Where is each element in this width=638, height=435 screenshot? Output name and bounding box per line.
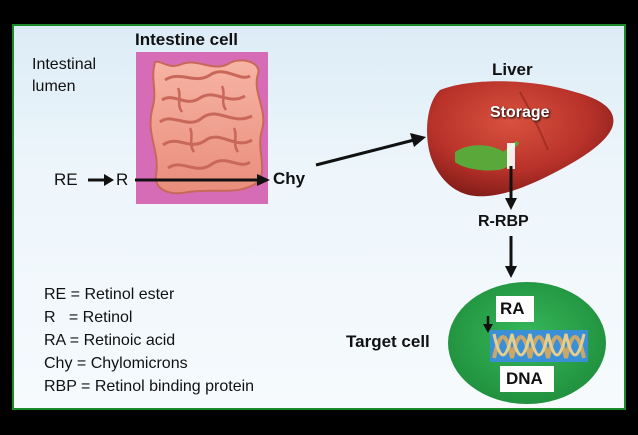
dna-box — [500, 366, 554, 392]
chy-to-liver-arrow — [315, 138, 415, 167]
intestinal-lumen-label-line1: Intestinal — [32, 56, 97, 73]
legend-item-r: R = Retinol — [44, 309, 133, 326]
ra-box — [496, 296, 534, 322]
liver-shape — [427, 81, 614, 197]
liver-label: Liver — [492, 60, 533, 79]
r-rbp-label: R-RBP — [478, 213, 529, 230]
re-label: RE — [54, 170, 78, 189]
legend-item-re: RE = Retinol ester — [44, 286, 175, 303]
ra-label: RA — [500, 299, 525, 318]
dna-band — [490, 330, 588, 362]
gallbladder-shape — [455, 145, 511, 171]
legend-item-chy: Chy = Chylomicrons — [44, 355, 188, 372]
dna-helix — [492, 333, 586, 359]
storage-label: Storage — [490, 104, 550, 121]
legend: RE = Retinol ester R = Retinol RA = Reti… — [44, 283, 254, 398]
intestinal-lumen-label-line2: lumen — [32, 78, 76, 95]
r-label: R — [116, 170, 129, 189]
target-cell-label: Target cell — [346, 332, 430, 351]
chy-label: Chy — [273, 169, 306, 188]
intestine-cell-label: Intestine cell — [135, 30, 238, 49]
intestine-illustration — [149, 59, 265, 195]
legend-item-rbp: RBP = Retinol binding protein — [44, 378, 255, 395]
legend-item-ra: RA = Retinoic acid — [44, 332, 176, 349]
dna-label: DNA — [506, 369, 543, 388]
